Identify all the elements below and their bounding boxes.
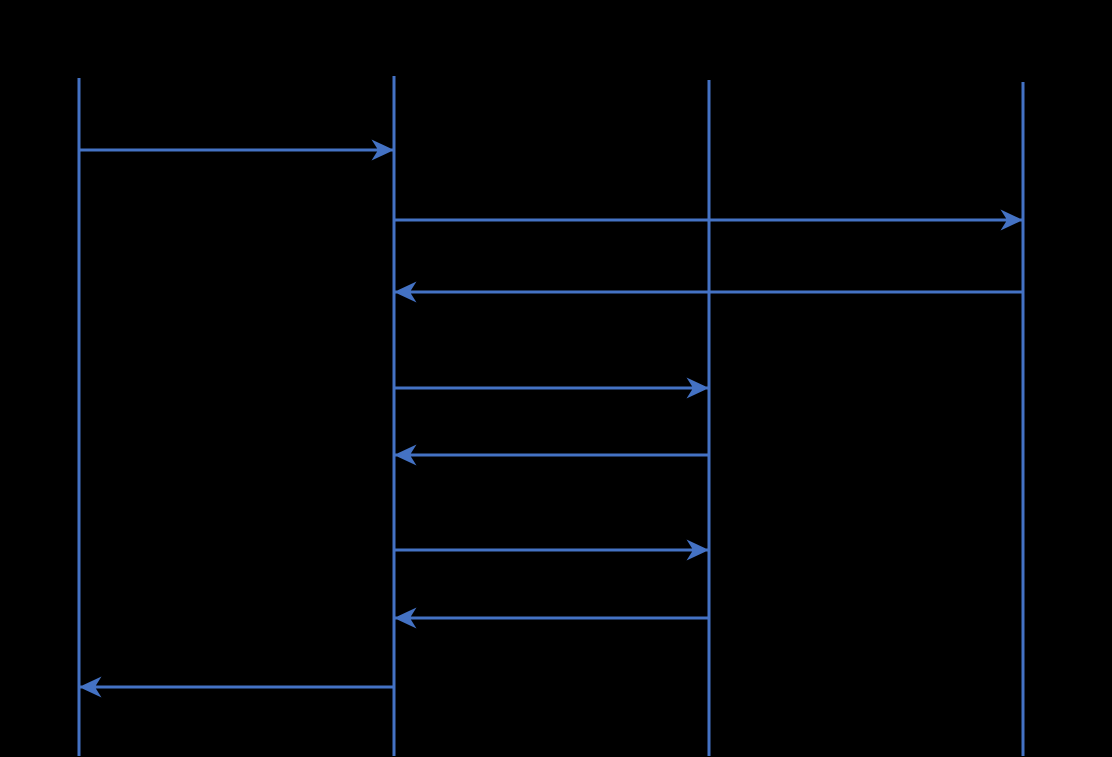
sequence-diagram [77, 76, 1025, 756]
diagram-canvas [77, 76, 1025, 756]
